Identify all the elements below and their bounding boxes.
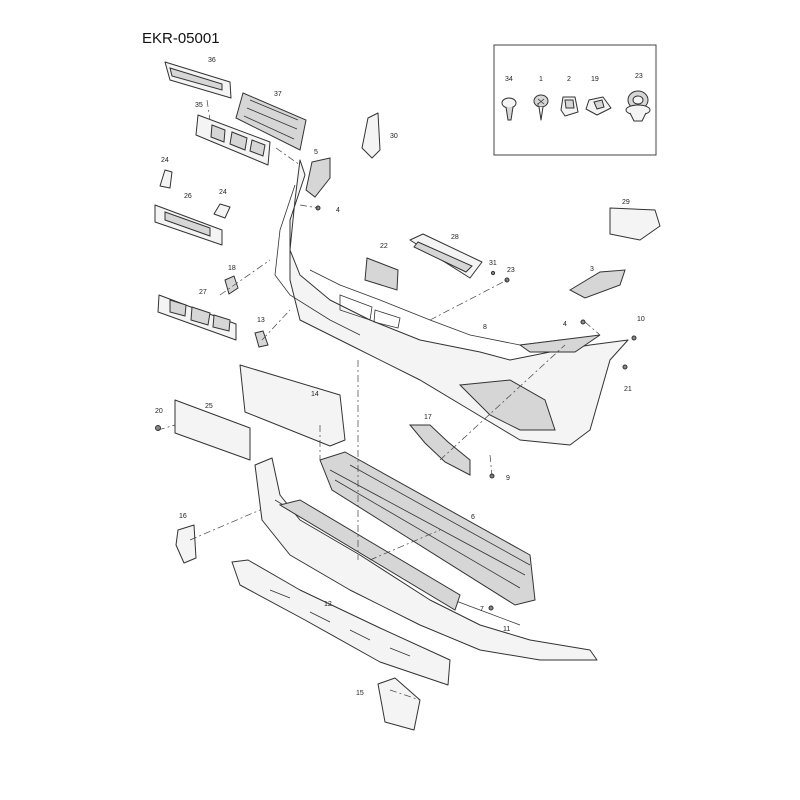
screw-1-icon — [533, 94, 549, 121]
part-14-license-plate — [239, 364, 346, 447]
part-22-plate — [364, 257, 399, 291]
callout-21: 21 — [624, 386, 632, 393]
callout-20: 20 — [155, 408, 163, 415]
callout-9: 9 — [506, 475, 510, 482]
part-12-lower-grille — [231, 559, 451, 686]
callout-23b: 23 — [635, 73, 643, 80]
callout-5: 5 — [314, 149, 318, 156]
callout-16: 16 — [179, 513, 187, 520]
callout-19: 19 — [591, 76, 599, 83]
callout-35: 35 — [195, 102, 203, 109]
clip-2-icon — [560, 96, 579, 117]
callout-37: 37 — [274, 91, 282, 98]
fastener-31-icon — [490, 270, 496, 276]
callout-24b: 24 — [219, 189, 227, 196]
callout-8: 8 — [483, 324, 487, 331]
callout-22: 22 — [380, 243, 388, 250]
callout-10: 10 — [637, 316, 645, 323]
callout-13: 13 — [257, 317, 265, 324]
fastener-10-icon — [631, 335, 637, 341]
callout-30: 30 — [390, 133, 398, 140]
part-36-emblem-frame — [164, 61, 232, 99]
callout-25: 25 — [205, 403, 213, 410]
part-25-license-bracket — [174, 399, 251, 461]
part-11-lower-spoiler — [254, 457, 598, 661]
callout-7: 7 — [480, 606, 484, 613]
callout-23: 23 — [507, 267, 515, 274]
callout-3: 3 — [590, 266, 594, 273]
callout-4b: 4 — [563, 321, 567, 328]
part-27-badge — [157, 294, 237, 341]
callout-27: 27 — [199, 289, 207, 296]
callout-6: 6 — [471, 514, 475, 521]
callout-4: 4 — [336, 207, 340, 214]
callout-28: 28 — [451, 234, 459, 241]
callout-15: 15 — [356, 690, 364, 697]
part-13-clip — [254, 330, 269, 348]
part-17-trim-strip — [408, 424, 471, 476]
callout-26: 26 — [184, 193, 192, 200]
part-24-tab — [159, 169, 173, 189]
part-3-reflector — [568, 269, 626, 299]
callout-2: 2 — [567, 76, 571, 83]
callout-12: 12 — [324, 601, 332, 608]
part-6-crash-absorber — [319, 451, 536, 606]
callout-17: 17 — [424, 414, 432, 421]
callout-1: 1 — [539, 76, 543, 83]
part-16-bracket — [175, 524, 197, 564]
callout-14: 14 — [311, 391, 319, 398]
clip-34-icon — [501, 97, 517, 121]
fastener-20-icon — [155, 425, 161, 431]
callout-29: 29 — [622, 199, 630, 206]
fastener-21-icon — [622, 364, 628, 370]
grommet-23-icon — [625, 90, 651, 122]
fastener-4b-icon — [580, 319, 586, 325]
part-lower-rail — [278, 499, 461, 611]
callout-31: 31 — [489, 260, 497, 267]
part-24-tab-2 — [213, 203, 231, 219]
part-37-grille-mesh — [235, 92, 307, 151]
callout-18: 18 — [228, 265, 236, 272]
fastener-7-icon — [488, 605, 494, 611]
part-28-sensor-frame — [409, 233, 483, 279]
part-18-clip — [224, 275, 239, 295]
part-30-bracket — [361, 112, 381, 159]
fastener-inset-box — [493, 44, 657, 156]
part-26-emblem-plate — [154, 204, 223, 246]
callout-36: 36 — [208, 57, 216, 64]
leader-lines — [157, 99, 601, 701]
callout-34: 34 — [505, 76, 513, 83]
part-5-bracket — [305, 157, 331, 198]
part-15-flap — [377, 677, 421, 731]
diagram-title: EKR-05001 — [142, 30, 220, 47]
part-35-byd-emblem — [195, 114, 271, 166]
callout-labels: 36 37 35 30 24 5 26 24 4 29 22 28 18 31 … — [155, 57, 645, 697]
nut-19-icon — [585, 96, 612, 116]
part-29-bracket — [609, 207, 661, 241]
callout-24: 24 — [161, 157, 169, 164]
callout-11: 11 — [503, 626, 510, 633]
